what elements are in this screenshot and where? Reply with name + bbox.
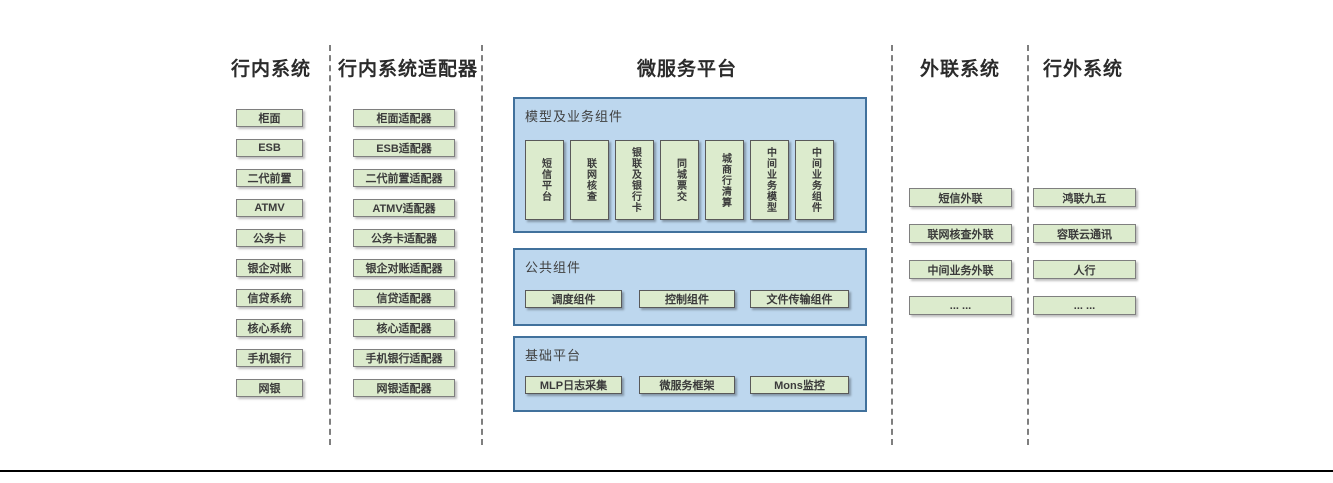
section-title: 公共组件 <box>525 260 582 275</box>
external-link-box: 中间业务外联 <box>909 260 1012 279</box>
component-box: 城商行清算 <box>705 140 744 220</box>
outside-system-box: ... ... <box>1033 296 1136 315</box>
column-title-external-link-systems: 外联系统 <box>919 59 1000 80</box>
component-box: 同城票交 <box>660 140 699 220</box>
outside-system-box: 鸿联九五 <box>1033 188 1136 207</box>
column-title-internal-adapters: 行内系统适配器 <box>337 59 478 80</box>
system-box: 手机银行 <box>236 349 303 367</box>
adapter-box: 核心适配器 <box>353 319 455 337</box>
adapter-box: 信贷适配器 <box>353 289 455 307</box>
component-box: Mons监控 <box>750 376 849 394</box>
column-title-microservice-platform: 微服务平台 <box>636 59 737 80</box>
system-box: 二代前置 <box>236 169 303 187</box>
system-box: 网银 <box>236 379 303 397</box>
section-model-business-components: 模型及业务组件 短信平台 联网核查 银联及银行卡 同城票交 城商行清算 中间业务… <box>513 97 867 233</box>
bottom-rule <box>0 470 1333 472</box>
external-link-box: 短信外联 <box>909 188 1012 207</box>
adapter-box: 公务卡适配器 <box>353 229 455 247</box>
column-title-internal-systems: 行内系统 <box>230 59 311 80</box>
adapter-box: ATMV适配器 <box>353 199 455 217</box>
section-base-platform: 基础平台 MLP日志采集 微服务框架 Mons监控 <box>513 336 867 412</box>
section-title: 基础平台 <box>525 348 582 363</box>
adapter-box: 银企对账适配器 <box>353 259 455 277</box>
component-box: 中间业务模型 <box>750 140 789 220</box>
outside-system-box: 容联云通讯 <box>1033 224 1136 243</box>
column-divider <box>481 45 483 445</box>
component-box: 联网核查 <box>570 140 609 220</box>
system-box: 柜面 <box>236 109 303 127</box>
system-box: ESB <box>236 139 303 157</box>
system-box: ATMV <box>236 199 303 217</box>
system-box: 银企对账 <box>236 259 303 277</box>
adapter-box: ESB适配器 <box>353 139 455 157</box>
system-box: 核心系统 <box>236 319 303 337</box>
component-box: 中间业务组件 <box>795 140 834 220</box>
external-link-box: ... ... <box>909 296 1012 315</box>
component-box: MLP日志采集 <box>525 376 622 394</box>
component-box: 控制组件 <box>639 290 735 308</box>
column-divider <box>891 45 893 445</box>
outside-system-box: 人行 <box>1033 260 1136 279</box>
adapter-box: 手机银行适配器 <box>353 349 455 367</box>
adapter-box: 柜面适配器 <box>353 109 455 127</box>
section-title: 模型及业务组件 <box>525 109 624 124</box>
component-box: 短信平台 <box>525 140 564 220</box>
component-box: 文件传输组件 <box>750 290 849 308</box>
component-box: 调度组件 <box>525 290 622 308</box>
column-divider <box>329 45 331 445</box>
system-box: 信贷系统 <box>236 289 303 307</box>
column-divider <box>1027 45 1029 445</box>
system-box: 公务卡 <box>236 229 303 247</box>
column-title-outside-bank-systems: 行外系统 <box>1042 59 1123 80</box>
section-common-components: 公共组件 调度组件 控制组件 文件传输组件 <box>513 248 867 326</box>
component-box: 银联及银行卡 <box>615 140 654 220</box>
adapter-box: 网银适配器 <box>353 379 455 397</box>
external-link-box: 联网核查外联 <box>909 224 1012 243</box>
component-box: 微服务框架 <box>639 376 735 394</box>
adapter-box: 二代前置适配器 <box>353 169 455 187</box>
